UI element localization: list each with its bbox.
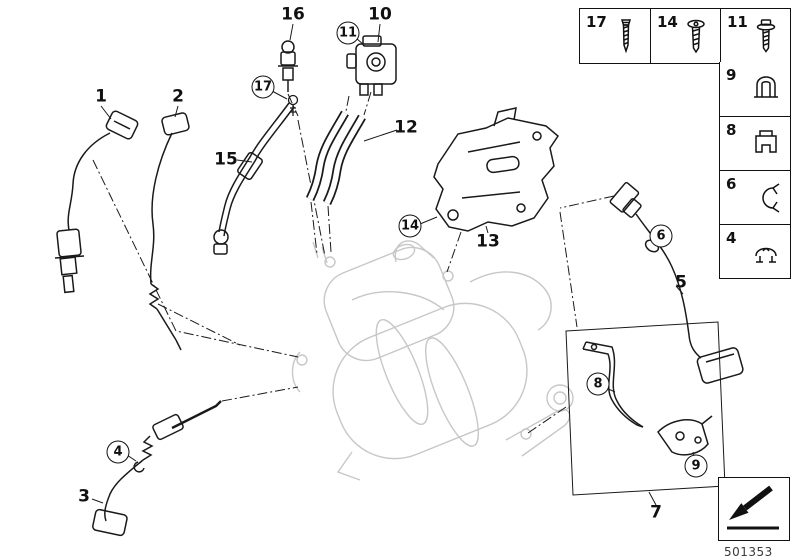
callout-5[interactable]: 5 [675,272,687,293]
pan-head-screw-icon [687,19,705,54]
legend-cell-11[interactable]: 11 [720,9,790,63]
legend-cell-9[interactable]: 9 [720,62,790,116]
cable-clip-icon [755,247,777,263]
callout-1[interactable]: 1 [95,86,107,107]
callout-17[interactable]: 17 [251,75,275,99]
legend-cell-8[interactable]: 8 [720,116,790,170]
legend-cell-label: 9 [726,66,737,84]
callout-14[interactable]: 14 [398,214,422,238]
callout-8[interactable]: 8 [586,372,610,396]
legend-cell-17[interactable]: 17 [580,9,650,63]
part-hoses-12[interactable] [305,110,366,206]
hose-clamp-icon [762,183,780,213]
legend-cell-label: 14 [657,13,678,31]
callout-11[interactable]: 11 [336,21,360,45]
part-bracket-8[interactable] [582,341,644,428]
legend-cell-label: 6 [726,175,737,193]
part-oxygen-sensor-1[interactable] [54,110,139,294]
legend-cell-6[interactable]: 6 [720,170,790,224]
tapping-screw-icon [620,19,632,54]
part-temp-sensor-3[interactable] [92,400,222,537]
ghost-dpf-assembly [291,240,574,481]
legend-cell-label: 8 [726,121,737,139]
legend-cell-14[interactable]: 14 [650,9,720,63]
callout-4[interactable]: 4 [106,440,130,464]
callout-10[interactable]: 10 [368,4,392,25]
callout-12[interactable]: 12 [394,117,418,138]
callout-15[interactable]: 15 [214,149,238,170]
part-holder-bracket-13[interactable] [433,107,559,232]
callout-7[interactable]: 7 [650,502,662,523]
view-direction-arrow-icon [727,485,779,530]
callout-3[interactable]: 3 [78,486,90,507]
part-pressure-line-15[interactable] [213,102,295,255]
holder-clip-icon [755,130,777,153]
part-pressure-converter-10[interactable] [346,35,397,96]
view-direction-box [718,477,790,541]
dash-dot-leader-lines [92,91,615,434]
fastener-legend-column: 9 8 6 4 [719,62,791,279]
part-bracket-9[interactable] [657,415,713,456]
callout-2[interactable]: 2 [172,86,184,107]
legend-cell-label: 17 [586,13,607,31]
expanding-clip-icon [754,76,778,98]
callout-6[interactable]: 6 [649,224,673,248]
callout-9[interactable]: 9 [684,454,708,478]
callout-13[interactable]: 13 [476,231,500,252]
legend-cell-label: 4 [726,229,737,247]
part-temp-sensor-2[interactable] [148,112,190,351]
callout-16[interactable]: 16 [281,4,305,25]
fastener-legend-row: 17 14 11 [579,8,791,64]
legend-cell-label: 11 [727,13,748,31]
legend-cell-4[interactable]: 4 [720,224,790,278]
part-pressure-sensor-16[interactable] [278,40,298,92]
collar-screw-icon [756,19,776,53]
drawing-number: 501353 [724,545,773,559]
